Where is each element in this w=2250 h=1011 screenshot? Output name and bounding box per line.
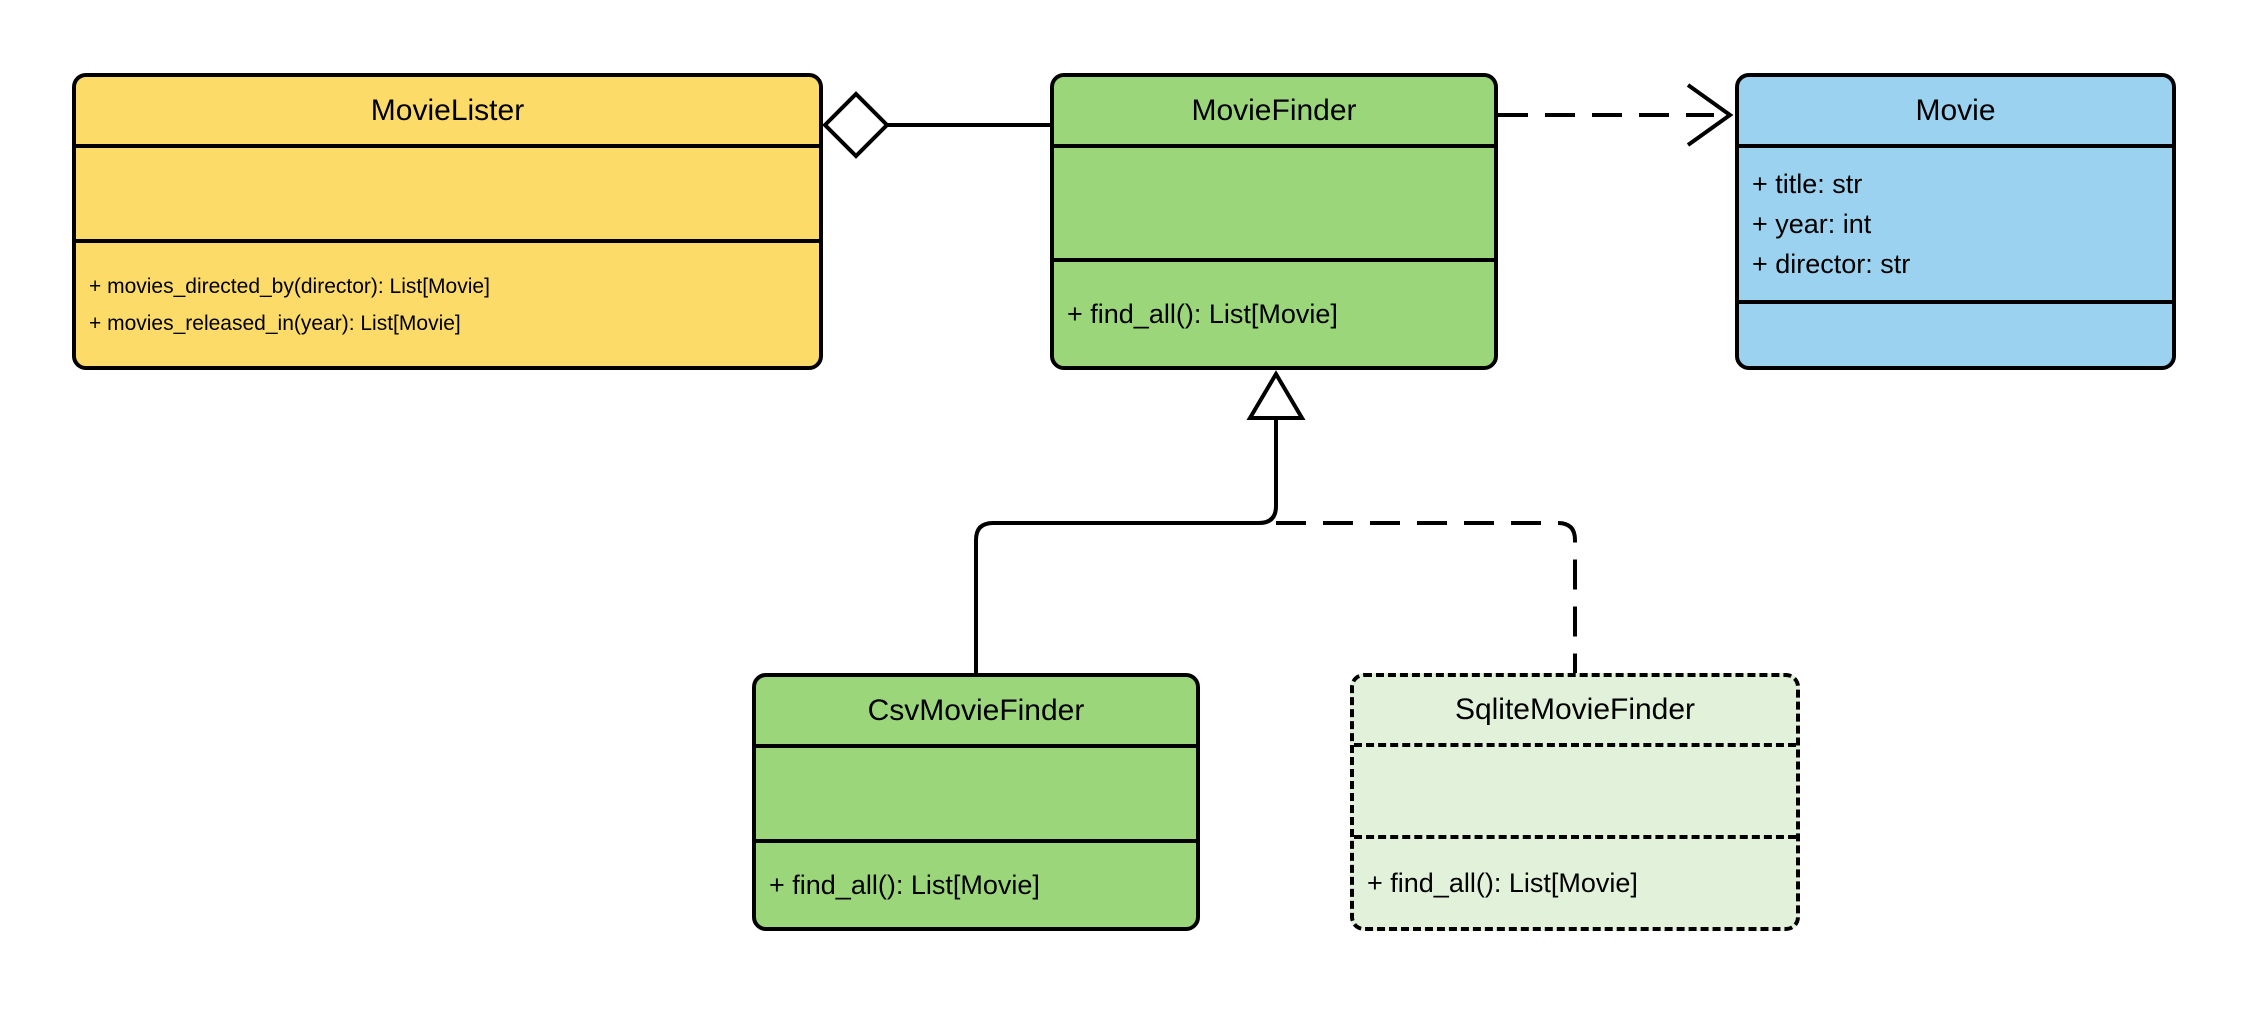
method: + find_all(): List[Movie] xyxy=(769,870,1040,900)
class-title: MovieLister xyxy=(370,93,525,127)
methods-section: + find_all(): List[Movie] xyxy=(1054,258,1494,366)
attributes-section: + title: str + year: int + director: str xyxy=(1739,144,2172,300)
dependency-open-arrowhead xyxy=(1686,83,1734,147)
generalization-line-solid xyxy=(974,418,1278,673)
method: + movies_released_in(year): List[Movie] xyxy=(89,311,461,335)
class-box-csvmoviefinder: CsvMovieFinder + find_all(): List[Movie] xyxy=(752,673,1200,931)
methods-section: + find_all(): List[Movie] xyxy=(1354,835,1796,927)
methods-section: + movies_directed_by(director): List[Mov… xyxy=(76,239,819,366)
class-title: SqliteMovieFinder xyxy=(1454,693,1696,726)
method: + find_all(): List[Movie] xyxy=(1067,299,1338,329)
class-box-movie: Movie + title: str + year: int + directo… xyxy=(1735,73,2176,370)
method: + find_all(): List[Movie] xyxy=(1367,868,1638,898)
methods-section: + find_all(): List[Movie] xyxy=(756,839,1196,927)
generalization-line-dashed xyxy=(1276,521,1577,673)
class-box-sqlitemoviefinder: SqliteMovieFinder + find_all(): List[Mov… xyxy=(1350,673,1800,931)
attributes-section xyxy=(1054,144,1494,258)
class-box-moviefinder: MovieFinder + find_all(): List[Movie] xyxy=(1050,73,1498,370)
methods-section xyxy=(1739,300,2172,366)
attribute: + year: int xyxy=(1752,209,1872,239)
method: + movies_directed_by(director): List[Mov… xyxy=(89,274,490,298)
class-title: CsvMovieFinder xyxy=(867,693,1085,727)
generalization-triangle xyxy=(1246,370,1306,420)
class-title: MovieFinder xyxy=(1191,93,1357,127)
class-title: Movie xyxy=(1915,93,1996,127)
attribute: + director: str xyxy=(1752,249,1911,279)
attribute: + title: str xyxy=(1752,169,1863,199)
attributes-section xyxy=(756,744,1196,839)
attributes-section xyxy=(1354,743,1796,835)
class-box-movielister: MovieLister + movies_directed_by(directo… xyxy=(72,73,823,370)
attributes-section xyxy=(76,144,819,239)
aggregation-diamond xyxy=(822,91,890,159)
